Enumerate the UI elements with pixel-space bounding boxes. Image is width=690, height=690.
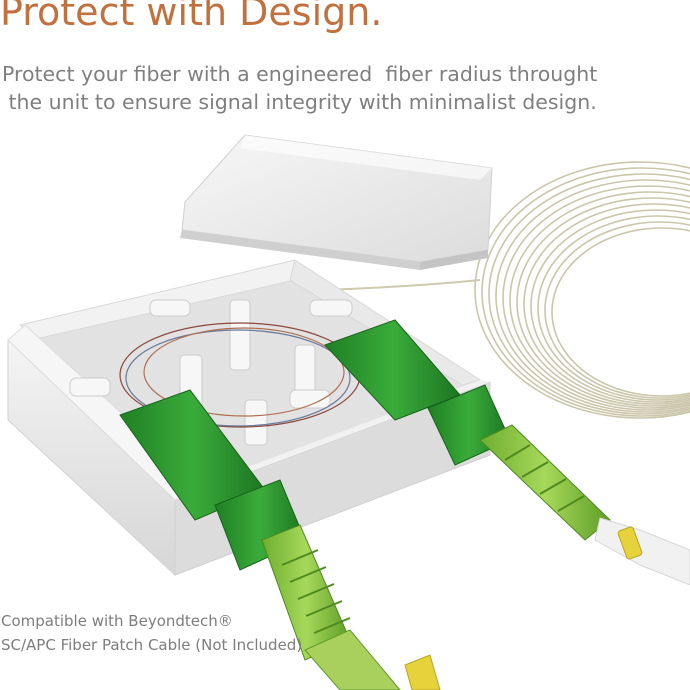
compatibility-caption: Compatible with Beyondtech® SC/APC Fiber…	[1, 609, 302, 657]
fiber-terminal-box-illustration	[7, 134, 690, 690]
tagline-line-1: Protect your fiber with a engineered fib…	[2, 62, 598, 86]
headline: Protect with Design.	[0, 0, 383, 34]
tagline: Protect your fiber with a engineered fib…	[2, 60, 682, 116]
fiber-cable-lead	[319, 279, 481, 291]
fiber-cable-coil	[474, 161, 690, 419]
caption-line-2: SC/APC Fiber Patch Cable (Not Included)	[1, 636, 303, 654]
caption-line-1: Compatible with Beyondtech®	[1, 612, 233, 630]
terminal-box-lid	[180, 134, 493, 270]
tagline-line-2: the unit to ensure signal integrity with…	[2, 90, 597, 114]
patch-cable-boot-left	[261, 524, 441, 690]
terminal-box-base	[7, 259, 491, 577]
patch-cable-boot-right	[479, 424, 690, 586]
